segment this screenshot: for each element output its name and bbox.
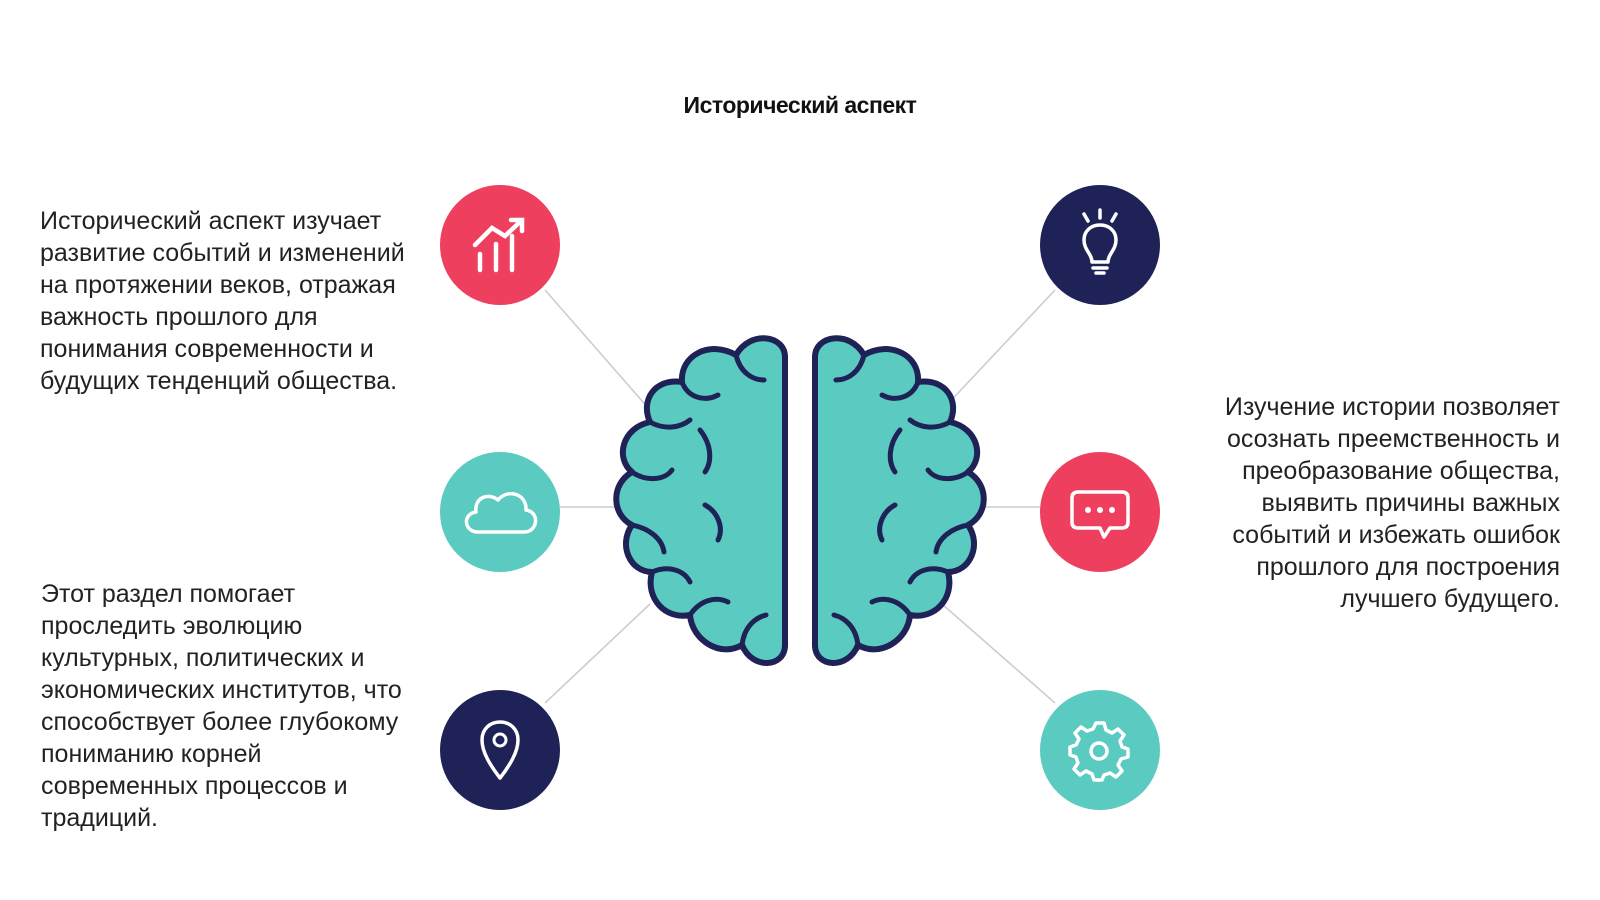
location-pin-icon: [440, 690, 560, 810]
page-title: Исторический аспект: [683, 92, 917, 118]
gear-icon: [1040, 690, 1160, 810]
text-top-left: Исторический аспект изучает развитие соб…: [40, 207, 405, 395]
text-right: Изучение истории позволяет осознать прее…: [1224, 393, 1560, 613]
brain-icon: [613, 335, 987, 666]
chat-bubble-icon: [1040, 452, 1160, 572]
connector-bottom-right: [941, 603, 1056, 704]
lightbulb-icon: [1040, 185, 1160, 305]
connector-bottom-left: [544, 603, 651, 704]
cloud-icon: [440, 452, 560, 572]
connector-top-left: [544, 289, 651, 411]
text-bottom-left: Этот раздел помогает проследить эволюцию…: [41, 580, 402, 832]
connector-top-right: [941, 289, 1056, 411]
chart-growth-icon: [440, 185, 560, 305]
